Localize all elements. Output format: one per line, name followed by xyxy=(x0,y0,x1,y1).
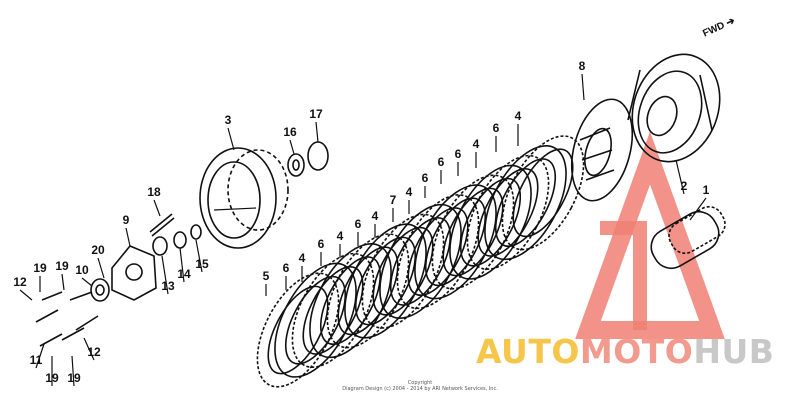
callout-number-6b: 6 xyxy=(455,147,462,161)
friction-disc xyxy=(361,213,445,329)
plate-inner-ring xyxy=(302,265,364,355)
callout-leader-line xyxy=(315,121,319,143)
callout-number-6g: 6 xyxy=(283,261,290,275)
callout-number-1: 1 xyxy=(703,183,710,197)
bearing-10 xyxy=(90,278,110,302)
callout-number-9: 9 xyxy=(123,213,130,227)
callout-leader-line xyxy=(581,73,585,101)
callout-number-11: 11 xyxy=(30,353,43,367)
callout-leader-line xyxy=(161,255,169,295)
callout-leader-line xyxy=(71,355,75,387)
callout-leader-line xyxy=(83,337,95,361)
steel-plate xyxy=(449,164,532,280)
plate-inner-ring xyxy=(442,187,504,277)
friction-disc xyxy=(396,194,480,310)
plate-inner-ring xyxy=(407,207,469,297)
callout-leader-line xyxy=(153,199,161,217)
callout-number-4d: 4 xyxy=(372,209,379,223)
callout-leader-line xyxy=(61,273,65,291)
callout-number-16: 16 xyxy=(283,125,297,139)
clutch-outer-housing xyxy=(627,53,721,163)
callout-number-10: 10 xyxy=(75,263,89,277)
callout-leader-line xyxy=(97,257,105,279)
callout-number-3: 3 xyxy=(225,113,232,127)
callout-number-19a: 19 xyxy=(33,261,47,275)
callout-number-4a: 4 xyxy=(515,109,522,123)
plate-inner-ring xyxy=(372,226,434,316)
callout-number-14: 14 xyxy=(177,267,191,281)
plate-inner-ring xyxy=(477,167,539,257)
callout-number-4b: 4 xyxy=(473,137,480,151)
steel-plate xyxy=(309,243,392,359)
friction-disc xyxy=(291,252,375,368)
callout-number-6f: 6 xyxy=(318,237,325,251)
callout-leader-line xyxy=(19,289,33,301)
copyright-notice: Copyright Diagram Design (c) 2004 - 2014… xyxy=(342,380,498,392)
watermark-text: AUTOMOTOHUB xyxy=(476,332,775,371)
friction-disc xyxy=(431,174,515,290)
lifter-rod-18 xyxy=(149,213,175,237)
callout-leader-line xyxy=(675,159,685,195)
callout-number-4c: 4 xyxy=(406,185,413,199)
callout-leader-line xyxy=(689,197,707,221)
callout-leader-line xyxy=(195,239,203,273)
callout-number-8: 8 xyxy=(579,59,586,73)
friction-disc xyxy=(466,154,550,270)
callout-number-19c: 19 xyxy=(45,371,59,385)
callout-number-20: 20 xyxy=(91,243,105,257)
plate-inner-ring xyxy=(494,158,557,248)
washer-16 xyxy=(287,153,305,177)
callout-number-6e: 6 xyxy=(355,217,362,231)
callout-number-13: 13 xyxy=(161,279,175,293)
steel-plate xyxy=(274,262,357,378)
callout-leader-line xyxy=(35,343,45,369)
callout-leader-line xyxy=(125,227,131,247)
circlip-17 xyxy=(307,141,329,171)
plate-inner-ring xyxy=(459,177,522,267)
callout-number-7: 7 xyxy=(390,193,397,207)
clutch-center xyxy=(199,147,289,249)
callout-number-4f: 4 xyxy=(299,251,306,265)
callout-leader-line xyxy=(81,277,93,287)
callout-number-12a: 12 xyxy=(13,275,27,289)
callout-number-15: 15 xyxy=(195,257,209,271)
callout-leader-line xyxy=(289,139,295,155)
callout-number-5: 5 xyxy=(263,269,270,283)
primary-drive-chain xyxy=(650,205,726,270)
clutch-plates-stack xyxy=(256,135,585,388)
plate-inner-ring xyxy=(267,285,329,375)
lifter-plate-9 xyxy=(111,245,157,301)
plate-inner-ring xyxy=(389,216,452,306)
callout-leader-line xyxy=(227,127,235,151)
plate-inner-ring xyxy=(354,236,417,326)
plate-inner-ring xyxy=(337,246,399,336)
callout-number-18: 18 xyxy=(147,185,161,199)
friction-disc xyxy=(326,233,410,349)
callout-number-19d: 19 xyxy=(67,371,81,385)
steel-plate xyxy=(344,223,427,339)
callout-leader-line xyxy=(179,247,185,283)
bolts-group xyxy=(35,291,99,347)
friction-disc xyxy=(501,135,585,251)
callout-number-4e: 4 xyxy=(337,229,344,243)
watermark-logo-triangle xyxy=(575,131,725,339)
steel-plate xyxy=(379,203,462,319)
callout-number-2: 2 xyxy=(681,179,688,193)
callout-number-6a: 6 xyxy=(493,121,500,135)
plate-inner-ring xyxy=(512,148,574,238)
steel-plate xyxy=(484,145,567,261)
callout-number-17: 17 xyxy=(309,107,323,121)
callout-number-12b: 12 xyxy=(87,345,101,359)
pressure-plate xyxy=(570,98,634,202)
plate-inner-ring xyxy=(424,197,487,287)
callout-number-6c: 6 xyxy=(438,155,445,169)
friction-disc xyxy=(256,272,340,388)
callout-number-6d: 6 xyxy=(422,171,429,185)
callout-number-19b: 19 xyxy=(55,259,69,273)
steel-plate xyxy=(414,184,497,300)
